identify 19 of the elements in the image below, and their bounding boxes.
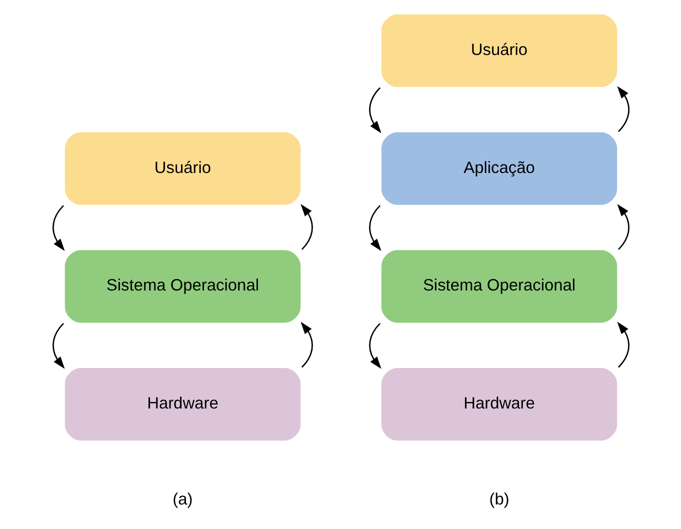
node-box: Usuário <box>380 13 618 88</box>
node-box: Aplicação <box>380 130 618 206</box>
arrow <box>300 322 312 368</box>
arrow <box>368 205 381 252</box>
arrow <box>52 322 64 369</box>
arrow <box>300 204 312 250</box>
node-box: Hardware <box>63 366 302 442</box>
arrow <box>616 204 629 250</box>
arrow <box>368 87 381 134</box>
arrow <box>52 205 64 252</box>
label: (a) <box>172 490 192 508</box>
arrow <box>616 322 629 368</box>
node-box: Hardware <box>380 366 618 442</box>
node-box: Usuário <box>63 130 302 206</box>
arrow <box>368 322 381 369</box>
label: (b) <box>488 490 509 508</box>
node-box: Sistema Operacional <box>380 248 618 324</box>
node-box: Sistema Operacional <box>63 248 302 324</box>
arrow <box>616 86 629 132</box>
